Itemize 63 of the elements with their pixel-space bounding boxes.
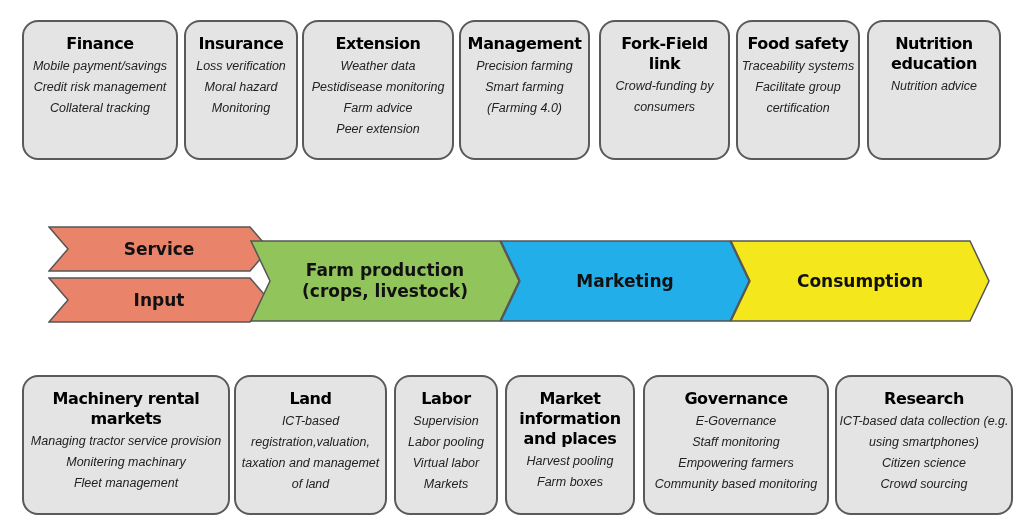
category-card <box>22 20 178 160</box>
card-heading: Management <box>467 34 582 54</box>
stage-label: Marketing <box>576 270 674 292</box>
card-heading: Market information and places <box>518 389 622 449</box>
category-card <box>867 20 1001 160</box>
category-card <box>835 375 1013 515</box>
item-text: Fleet management <box>73 475 179 492</box>
item-text: Weather data <box>340 58 416 75</box>
item-text: Supervision <box>413 413 479 430</box>
category-card <box>184 20 298 160</box>
item-text: Nutrition advice <box>890 78 978 95</box>
card-heading: Fork-Field link <box>620 34 709 74</box>
item-text: Managing tractor service provision <box>30 433 222 450</box>
card-heading: Food safety <box>747 34 849 54</box>
item-text: Monitoring <box>211 100 271 117</box>
item-text: Crowd sourcing <box>880 476 968 493</box>
item-text: Crowd-funding by consumers <box>614 78 715 116</box>
item-text: Smart farming (Farming 4.0) <box>484 79 565 117</box>
item-text: E-Governance <box>695 413 777 430</box>
category-card <box>643 375 829 515</box>
category-card <box>736 20 860 160</box>
category-card <box>599 20 730 160</box>
card-heading: Land <box>289 389 332 409</box>
item-text: Community based monitoring <box>654 476 818 493</box>
category-card <box>234 375 387 515</box>
item-text: Farm boxes <box>537 474 603 491</box>
stage-label: Service <box>123 238 195 260</box>
stage-label: Input <box>133 289 185 311</box>
item-text: Collateral tracking <box>49 100 150 117</box>
card-heading: Research <box>884 389 964 409</box>
category-card <box>459 20 590 160</box>
item-text: Empowering farmers <box>678 455 794 472</box>
card-heading: Governance <box>684 389 788 409</box>
card-heading: Insurance <box>198 34 284 54</box>
category-card <box>22 375 230 515</box>
item-text: Virtual labor Markets <box>411 455 481 493</box>
card-heading: Extension <box>335 34 421 54</box>
item-text: Moral hazard <box>204 79 278 96</box>
item-text: ICT-based registration,valuation, taxation and managemet of land <box>240 413 381 493</box>
card-heading: Finance <box>66 34 134 54</box>
item-text: Credit risk management <box>33 79 167 96</box>
item-text: Monitering machinary <box>66 454 186 471</box>
stage-label: Farm production (crops, livestock) <box>301 260 469 302</box>
item-text: ICT-based data collection (e.g. using smartphones) <box>839 413 1009 451</box>
item-text: Citizen science <box>881 455 967 472</box>
item-text: Mobile payment/savings <box>32 58 168 75</box>
item-text: Staff monitoring <box>692 434 780 451</box>
card-heading: Nutrition education <box>890 34 978 74</box>
item-text: Precision farming <box>476 58 573 75</box>
item-text: Pestidisease monitoring <box>311 79 445 96</box>
stage-label: Consumption <box>796 270 924 292</box>
item-text: Traceability systems <box>741 58 855 75</box>
item-text: Harvest pooling <box>526 453 614 470</box>
card-heading: Machinery rental markets <box>51 389 201 429</box>
item-text: Labor pooling <box>408 434 484 451</box>
item-text: Loss verification <box>196 58 286 75</box>
item-text: Facilitate group certification <box>754 79 842 117</box>
card-heading: Labor <box>421 389 471 409</box>
item-text: Peer extension <box>336 121 420 138</box>
category-card <box>302 20 454 160</box>
item-text: Farm advice <box>343 100 413 117</box>
category-card <box>394 375 498 515</box>
category-card <box>505 375 635 515</box>
